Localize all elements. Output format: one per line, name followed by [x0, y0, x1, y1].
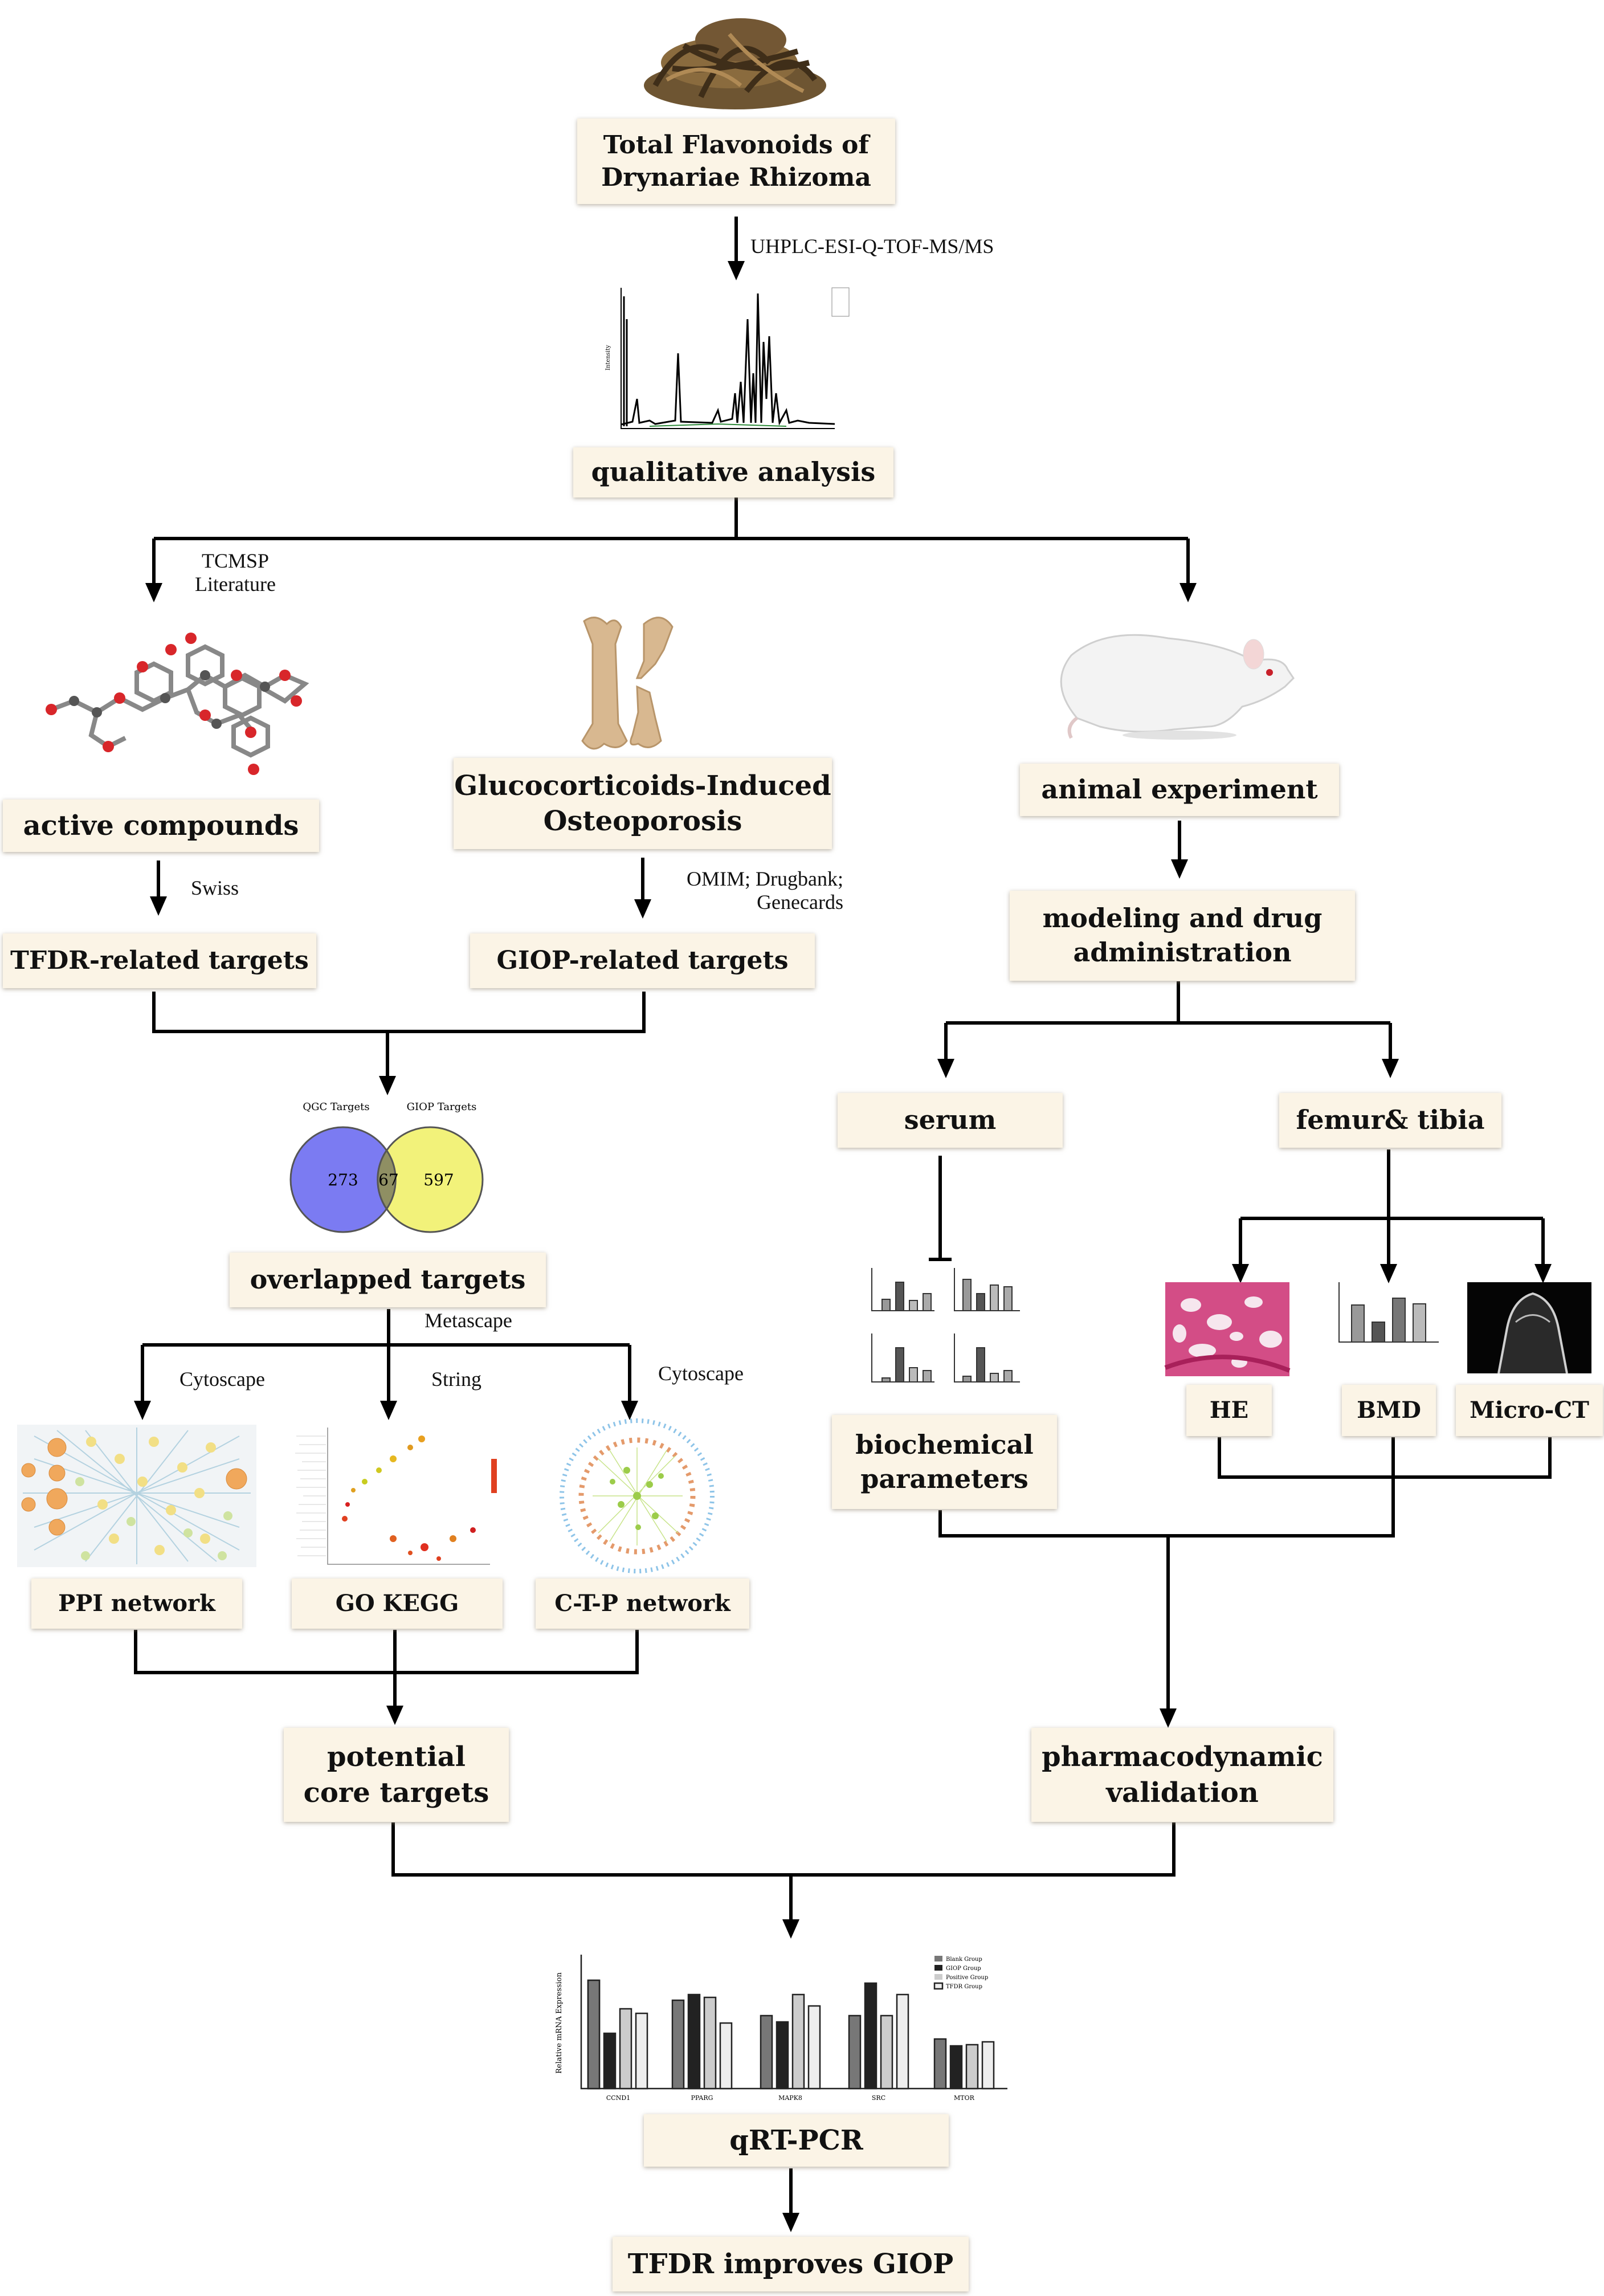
node-ctp-network: C-T-P network: [536, 1579, 749, 1629]
node-bmd: BMD: [1342, 1385, 1436, 1436]
node-serum: serum: [838, 1093, 1063, 1148]
qpcr-legend-item: Blank Group: [946, 1956, 982, 1963]
node-conclusion: TFDR improves GIOP: [613, 2237, 969, 2291]
edge-label-metascape: Metascape: [425, 1309, 512, 1332]
herb-photo: [644, 18, 826, 109]
node-femur-tibia: femur& tibia: [1279, 1093, 1501, 1148]
bone-illustration: [581, 617, 674, 750]
node-qualitative-analysis: qualitative analysis: [573, 447, 893, 497]
venn-left-count: 273: [328, 1171, 358, 1189]
venn-right-count: 597: [423, 1171, 454, 1189]
bmd-bar-chart: [1338, 1282, 1439, 1343]
node-overlapped-targets: overlapped targets: [230, 1253, 546, 1307]
qpcr-legend-item: GIOP Group: [946, 1965, 981, 1972]
qpcr-gene-label: MAPK8: [778, 2094, 802, 2102]
venn-diagram: QGC Targets GIOP Targets 273 67 597: [289, 1101, 484, 1233]
qpcr-gene-label: MTOR: [954, 2094, 975, 2102]
node-animal-experiment: animal experiment: [1020, 764, 1339, 816]
branch-qualitative-split: [154, 497, 1188, 540]
merge-to-pharmacodynamic: [938, 1477, 1395, 1718]
venn-right-title: GIOP Targets: [407, 1101, 477, 1113]
edge-label-string: String: [431, 1368, 482, 1390]
node-tfdr-targets: TFDR-related targets: [3, 933, 316, 988]
qpcr-gene-label: PPARG: [691, 2094, 713, 2102]
edge-label-omim: OMIM; Drugbank; Genecards: [687, 867, 843, 914]
biochem-chart-4: [954, 1333, 1020, 1383]
node-ppi-network: PPI network: [31, 1579, 242, 1629]
biochem-chart-3: [871, 1333, 934, 1383]
branch-femur-split: [1240, 1149, 1543, 1220]
node-micro-ct: Micro-CT: [1456, 1385, 1603, 1436]
he-stain-photo: [1164, 1282, 1291, 1376]
node-total-flavonoids: Total Flavonoids of Drynariae Rhizoma: [577, 119, 895, 204]
merge-histology: [1218, 1437, 1552, 1479]
qpcr-legend-item: Positive Group: [946, 1975, 988, 1981]
svg-text:Intensity: Intensity: [605, 345, 611, 370]
node-qrt-pcr: qRT-PCR: [644, 2114, 949, 2167]
qpcr-group-src: [848, 1982, 909, 2090]
edge-label-swiss: Swiss: [191, 876, 239, 899]
edge-label-cytoscape-right: Cytoscape: [658, 1362, 744, 1385]
qpcr-group-pparg: [671, 1993, 733, 2090]
node-active-compounds: active compounds: [3, 800, 319, 852]
qpcr-gene-label: SRC: [872, 2094, 885, 2102]
venn-left-title: QGC Targets: [303, 1101, 369, 1113]
molecule-structure: [46, 633, 309, 775]
merge-to-qrtpcr: [391, 1822, 1176, 1929]
branch-overlapped-split: [142, 1309, 630, 1347]
qpcr-group-ccnd1: [587, 1979, 648, 2090]
qpcr-legend-item: TFDR Group: [946, 1984, 982, 1990]
node-giop-targets: GIOP-related targets: [470, 933, 815, 988]
node-biochemical: biochemical parameters: [832, 1415, 1057, 1509]
merge-network-analyses: [134, 1630, 639, 1715]
go-kegg-bubble-chart: [291, 1422, 501, 1571]
node-he: HE: [1186, 1385, 1272, 1436]
ctp-network-image: [560, 1418, 715, 1573]
venn-overlap-count: 67: [378, 1171, 399, 1189]
node-modeling: modeling and drug administration: [1010, 891, 1355, 981]
node-go-kegg: GO KEGG: [292, 1579, 503, 1629]
ppi-network-image: [17, 1425, 256, 1567]
node-potential-core-targets: potential core targets: [284, 1728, 509, 1822]
micro-ct-image: [1467, 1282, 1591, 1374]
connectors: [134, 217, 1552, 2232]
edge-label-uhplc: UHPLC-ESI-Q-TOF-MS/MS: [750, 235, 994, 258]
node-total-flavonoids-text: Total Flavonoids of Drynariae Rhizoma: [601, 130, 871, 192]
qpcr-bar-chart: Relative mRNA Expression: [555, 1955, 1007, 2102]
branch-modeling-split: [946, 981, 1390, 1025]
biochem-chart-1: [871, 1268, 934, 1311]
qpcr-gene-label: CCND1: [606, 2094, 630, 2102]
rat-photo: [1060, 634, 1295, 740]
edge-label-cytoscape-left: Cytoscape: [179, 1368, 265, 1390]
qpcr-y-label: Relative mRNA Expression: [555, 1972, 564, 2074]
qpcr-group-mapk8: [760, 1993, 821, 2090]
qpcr-group-mtor: [933, 2038, 995, 2090]
venn-overlap-region: [377, 1148, 397, 1211]
mass-spectrum-chromatogram: Intensity: [605, 287, 850, 429]
serum-biochem-bar-charts: [871, 1268, 1020, 1383]
node-giop-disease: Glucocorticoids-Induced Osteoporosis: [454, 758, 832, 849]
qpcr-legend: Blank Group GIOP Group Positive Group TF…: [933, 1956, 988, 1990]
merge-targets-to-venn: [152, 992, 646, 1086]
node-pharmacodynamic-validation: pharmacodynamic validation: [1031, 1728, 1333, 1822]
edge-label-tcmsp: TCMSP Literature: [195, 549, 276, 596]
biochem-chart-2: [954, 1268, 1020, 1311]
